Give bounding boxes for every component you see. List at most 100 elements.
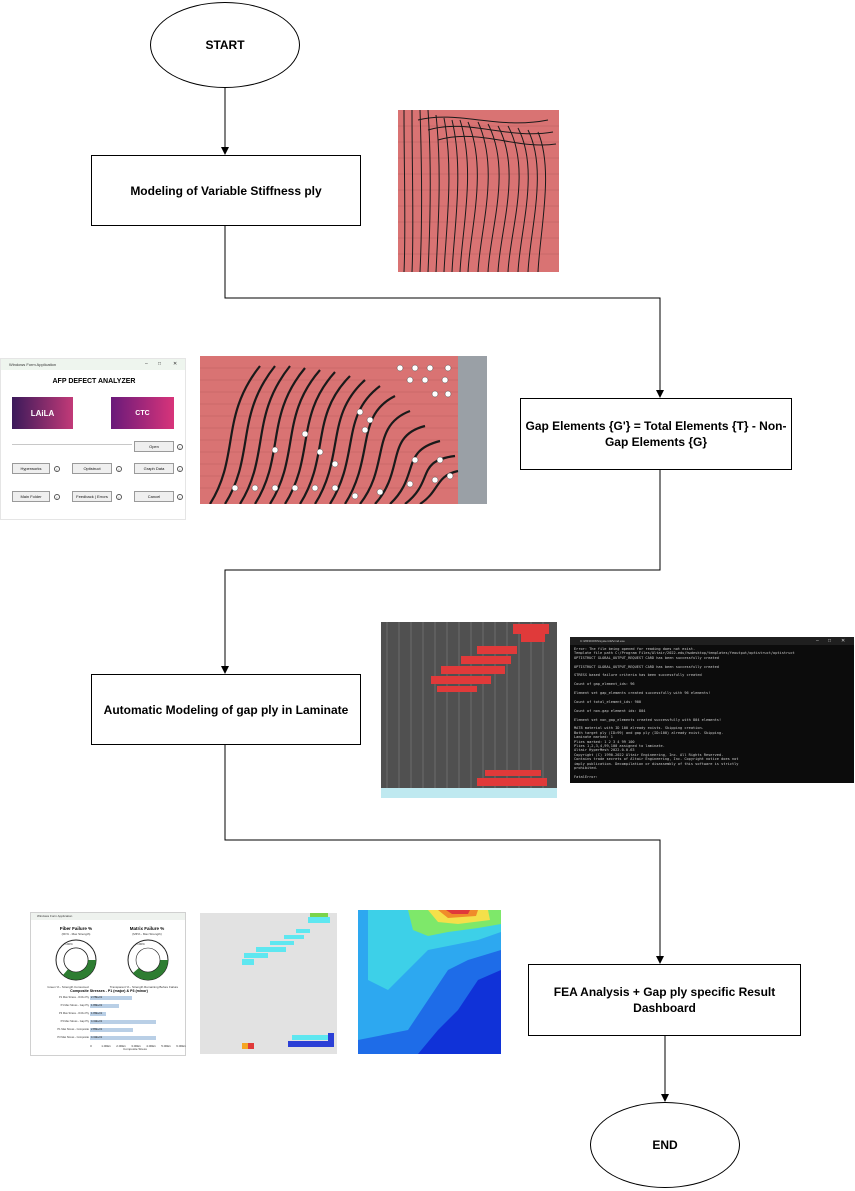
- arrow-step1-to-step2: [224, 226, 664, 398]
- step-label: Gap Elements {G'} = Total Elements {T} -…: [525, 419, 787, 449]
- console-line: Contains trade secrets of Altair Enginee…: [574, 757, 739, 762]
- results-dashboard-window: Windows Form Application Fiber Failure %…: [30, 912, 186, 1056]
- stress-row-label: P3 Max Stress - Ortho Ply: [59, 1012, 89, 1015]
- end-node: END: [590, 1102, 740, 1188]
- step-label: Modeling of Variable Stiffness ply: [130, 183, 322, 198]
- app-heading: AFP DEFECT ANALYZER: [52, 378, 136, 385]
- feedback-info-icon[interactable]: i: [116, 494, 122, 500]
- matrix-donut-center: 100%: [137, 942, 145, 946]
- console-minimize-icon[interactable]: –: [816, 638, 819, 644]
- cancel-button[interactable]: Cancel: [134, 491, 174, 502]
- gap-ply-result-contour: [200, 913, 337, 1054]
- open-info-icon[interactable]: i: [177, 444, 183, 450]
- matrix-failure-subtitle: (MF% - Max Strength): [132, 932, 162, 936]
- stress-axis-tick: 2.00E1: [116, 1044, 126, 1048]
- step-label: FEA Analysis + Gap ply specific Result D…: [553, 985, 776, 1015]
- graph-data-info-icon[interactable]: i: [177, 466, 183, 472]
- close-icon[interactable]: ✕: [173, 361, 178, 367]
- optistruct-info-icon[interactable]: i: [116, 466, 122, 472]
- stress-bar: [90, 1028, 133, 1032]
- console-titlebar: C:\WINDOWS\system32\cmd.exe – □ ✕: [570, 637, 854, 645]
- stress-axis-tick: 6.00E1: [176, 1044, 186, 1048]
- stress-axis-tick: 4.00E1: [146, 1044, 156, 1048]
- console-close-icon[interactable]: ✕: [841, 638, 846, 644]
- stress-bar-value: 4.41E+01: [91, 1020, 103, 1023]
- laila-logo: LAiLA: [12, 397, 73, 429]
- console-line: FatalError:: [574, 774, 598, 779]
- cancel-info-icon[interactable]: i: [177, 494, 183, 500]
- console-line: Laminate marked: 1: [574, 735, 613, 740]
- console-line: MAT8 material with ID 100 already exists…: [574, 726, 704, 731]
- console-line: Count of non-gap element ids: 804: [574, 708, 646, 713]
- step-automatic-modeling: Automatic Modeling of gap ply in Laminat…: [91, 674, 361, 745]
- stress-bar: [90, 1004, 120, 1008]
- feedback-button[interactable]: Feedback | Errors: [72, 491, 112, 502]
- stress-row-label: P1 Max Stress - Gap Ply: [60, 1004, 89, 1007]
- fiber-failure-subtitle: (FF% - Max Strength): [61, 932, 91, 936]
- legend-remaining: Transparent % - Strength Remaining Befor…: [109, 985, 179, 989]
- console-line: Count of total_element_ids: 900: [574, 699, 642, 704]
- console-title: C:\WINDOWS\system32\cmd.exe: [580, 639, 625, 643]
- matrix-failure-donut: [127, 939, 169, 981]
- stress-bar: [90, 1020, 157, 1024]
- console-line: Error: The file being opened for reading…: [574, 647, 696, 651]
- console-line: Both target ply (ID=99) and gap ply (ID=…: [574, 730, 724, 735]
- window-titlebar: Windows Form Application – □ ✕: [1, 359, 185, 370]
- console-line: Count of gap_element_ids: 96: [574, 682, 635, 687]
- stress-bar-value: 1.95E+01: [91, 1004, 103, 1007]
- stress-chart-title: Composite Stresses - P1 (major) & P3 (mi…: [70, 989, 148, 993]
- console-line: prohibited.: [574, 765, 598, 770]
- stress-axis-tick: 5.00E1: [161, 1044, 171, 1048]
- console-line: Copyright (C) 1990-2022 Altair Engineeri…: [574, 752, 724, 757]
- console-line: Element set gap_elements created success…: [574, 691, 711, 696]
- step-modeling-variable-stiffness: Modeling of Variable Stiffness ply: [91, 155, 361, 226]
- main-folder-button[interactable]: Main Folder: [12, 491, 50, 502]
- start-node: START: [150, 2, 300, 88]
- console-line: Element set non_gap_elements created suc…: [574, 717, 722, 722]
- console-output: Error: The file being opened for reading…: [570, 645, 854, 781]
- ctc-logo: CTC: [111, 397, 174, 429]
- hyperworks-info-icon[interactable]: i: [54, 466, 60, 472]
- fiber-failure-donut: [55, 939, 97, 981]
- ctc-logo-text: CTC: [135, 409, 150, 417]
- stress-bar: [90, 996, 132, 1000]
- start-label: START: [205, 38, 245, 52]
- hypermesh-console-window: C:\WINDOWS\system32\cmd.exe – □ ✕ Error:…: [570, 637, 854, 783]
- console-line: Template file path C:/Program Files/Alta…: [574, 651, 795, 656]
- console-line: Altair HyperMesh 2022.0.0.63: [574, 748, 635, 753]
- legend-consumed: Green % - Strength Consumed: [47, 985, 89, 989]
- console-line: OPTISTRUCT GLOBAL_OUTPUT_REQUEST CARD ha…: [574, 664, 719, 669]
- arrow-step2-to-step3: [221, 470, 661, 674]
- stress-bar: [90, 1012, 106, 1016]
- stress-bar-value: 1.05E+01: [91, 1012, 103, 1015]
- dashboard-titlebar: Windows Form Application: [31, 913, 185, 920]
- end-label: END: [652, 1138, 678, 1152]
- stress-row-label: P1 Max Stress - Composite: [57, 1028, 89, 1031]
- console-maximize-icon[interactable]: □: [828, 638, 832, 644]
- hyperworks-button[interactable]: Hyperworks: [12, 463, 50, 474]
- fiber-donut-center: 100%: [65, 942, 73, 946]
- stress-bar: [90, 1036, 157, 1040]
- gap-detection-mesh-image: [200, 356, 487, 504]
- maximize-icon[interactable]: □: [158, 361, 162, 367]
- minimize-icon[interactable]: –: [145, 361, 148, 367]
- stress-bar-value: 2.78E+01: [91, 996, 103, 999]
- console-line: Plies marked: 1 2 3 4 99 100: [574, 739, 635, 744]
- stress-row-label: P3 Max Stress - Gap Ply: [60, 1020, 89, 1023]
- step-label: Automatic Modeling of gap ply in Laminat…: [103, 702, 349, 717]
- stress-row-label: P3 Max Stress - Composite: [57, 1036, 89, 1039]
- open-button[interactable]: Open: [134, 441, 174, 452]
- stress-axis-label: Composite Stress: [123, 1047, 147, 1051]
- gap-ply-mesh-image: [381, 622, 557, 798]
- afp-defect-analyzer-window: Windows Form Application – □ ✕ AFP DEFEC…: [0, 358, 186, 520]
- optistruct-button[interactable]: Optistruct: [72, 463, 112, 474]
- graph-data-button[interactable]: Graph Data: [134, 463, 174, 474]
- step-fea-analysis: FEA Analysis + Gap ply specific Result D…: [528, 964, 801, 1036]
- window-title: Windows Form Application: [9, 362, 57, 367]
- matrix-failure-heading: Matrix Failure %: [129, 926, 165, 931]
- stress-axis-tick: 0: [90, 1044, 92, 1048]
- main-folder-info-icon[interactable]: i: [54, 494, 60, 500]
- laminate-result-contour: [358, 910, 501, 1054]
- progress-bar: [12, 444, 132, 445]
